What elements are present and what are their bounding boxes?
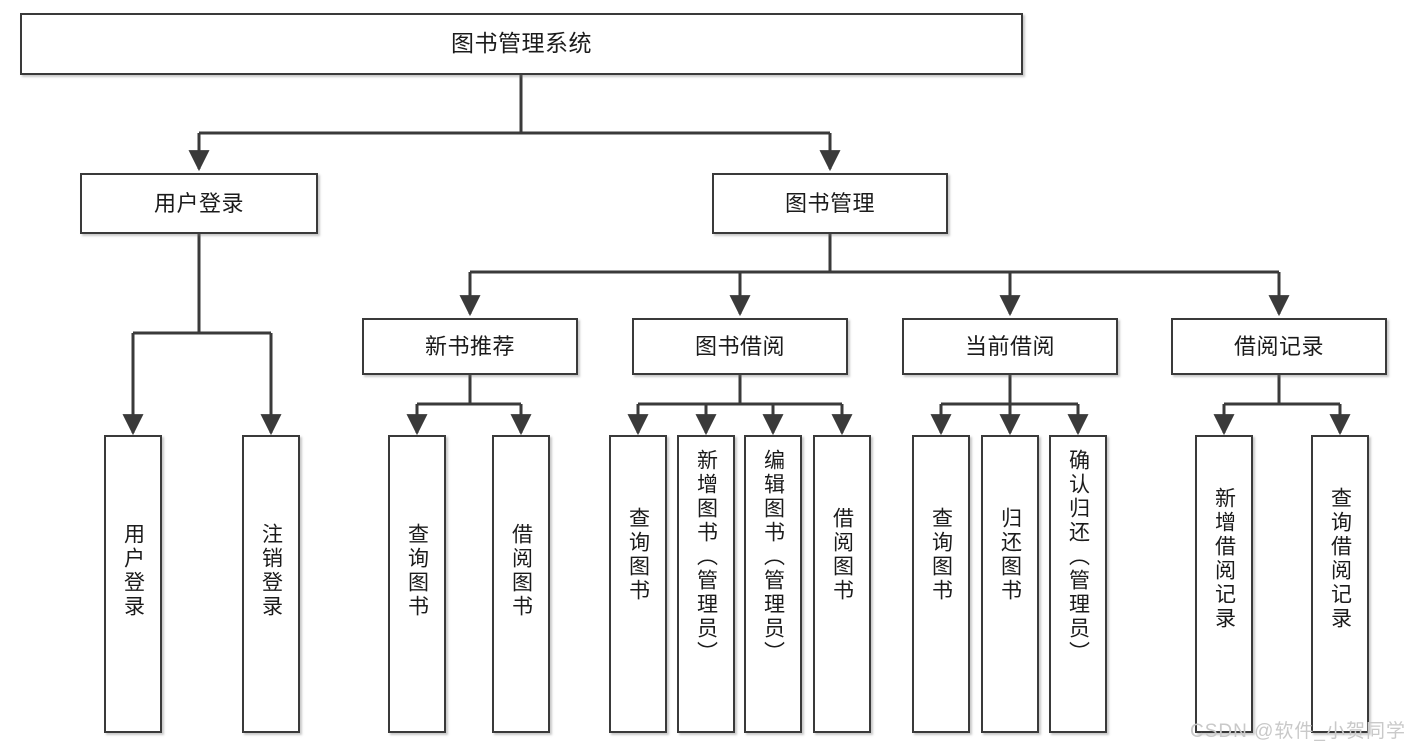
node-leaf-user-login[interactable]: 用户登录	[104, 435, 162, 733]
node-leaf-query-book-1-label: 查询图书	[405, 523, 429, 619]
node-book-management[interactable]: 图书管理	[712, 173, 948, 234]
node-leaf-edit-book[interactable]: 编辑图书（管理员）	[744, 435, 802, 733]
node-book-borrow[interactable]: 图书借阅	[632, 318, 848, 375]
node-user-login-label: 用户登录	[153, 190, 244, 216]
node-leaf-query-record[interactable]: 查询借阅记录	[1311, 435, 1369, 733]
node-book-management-label: 图书管理	[784, 190, 875, 216]
node-borrow-record[interactable]: 借阅记录	[1171, 318, 1387, 375]
node-current-borrow[interactable]: 当前借阅	[902, 318, 1118, 375]
node-leaf-query-record-label: 查询借阅记录	[1328, 487, 1352, 631]
node-leaf-borrow-book-1[interactable]: 借阅图书	[492, 435, 550, 733]
node-leaf-user-logout[interactable]: 注销登录	[242, 435, 300, 733]
node-leaf-confirm-return[interactable]: 确认归还（管理员）	[1049, 435, 1107, 733]
node-leaf-borrow-book-2-label: 借阅图书	[830, 507, 854, 603]
node-leaf-return-book-label: 归还图书	[998, 507, 1022, 603]
node-leaf-edit-book-label: 编辑图书（管理员）	[761, 449, 785, 665]
node-root[interactable]: 图书管理系统	[20, 13, 1023, 75]
node-leaf-borrow-book-1-label: 借阅图书	[509, 523, 533, 619]
node-book-borrow-label: 图书借阅	[694, 333, 785, 359]
node-leaf-query-book-3[interactable]: 查询图书	[912, 435, 970, 733]
node-leaf-add-record[interactable]: 新增借阅记录	[1195, 435, 1253, 733]
node-borrow-record-label: 借阅记录	[1233, 333, 1324, 359]
node-leaf-add-record-label: 新增借阅记录	[1212, 487, 1236, 631]
node-new-book-recommend[interactable]: 新书推荐	[362, 318, 578, 375]
node-user-login[interactable]: 用户登录	[80, 173, 318, 234]
node-leaf-user-login-label: 用户登录	[121, 523, 145, 619]
node-leaf-query-book-1[interactable]: 查询图书	[388, 435, 446, 733]
node-leaf-user-logout-label: 注销登录	[259, 523, 283, 619]
node-new-book-recommend-label: 新书推荐	[424, 333, 515, 359]
node-leaf-query-book-3-label: 查询图书	[929, 507, 953, 603]
node-leaf-borrow-book-2[interactable]: 借阅图书	[813, 435, 871, 733]
node-leaf-query-book-2[interactable]: 查询图书	[609, 435, 667, 733]
node-leaf-query-book-2-label: 查询图书	[626, 507, 650, 603]
node-leaf-confirm-return-label: 确认归还（管理员）	[1066, 449, 1090, 665]
node-leaf-return-book[interactable]: 归还图书	[981, 435, 1039, 733]
node-root-label: 图书管理系统	[451, 30, 592, 57]
node-current-borrow-label: 当前借阅	[964, 333, 1055, 359]
node-leaf-add-book-label: 新增图书（管理员）	[694, 449, 718, 665]
csdn-watermark: CSDN @软件_小贺同学	[1190, 721, 1405, 742]
node-leaf-add-book[interactable]: 新增图书（管理员）	[677, 435, 735, 733]
